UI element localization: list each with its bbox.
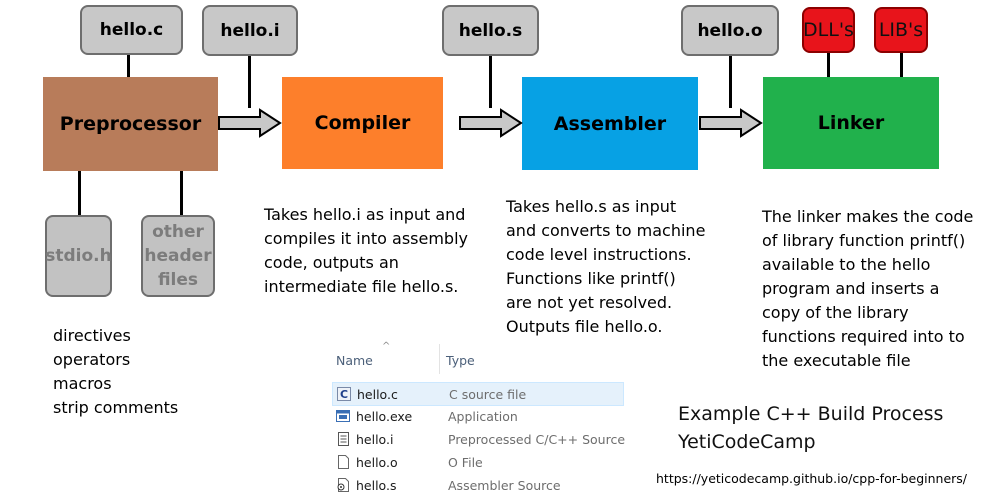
connector-line xyxy=(729,56,732,108)
linker-box: Linker xyxy=(763,77,939,169)
flow-arrow xyxy=(699,108,763,138)
file-type: O File xyxy=(448,454,483,470)
file-name: hello.o xyxy=(356,454,398,470)
assembler-box: Assembler xyxy=(522,77,698,170)
connector-line xyxy=(248,56,251,108)
caption: Example C++ Build Process YetiCodeCamp xyxy=(678,400,943,456)
libs-tag: LIB's xyxy=(874,7,928,53)
connector-line xyxy=(127,55,130,77)
connector-line xyxy=(78,171,81,215)
connector-line xyxy=(900,53,903,77)
blank-file-icon xyxy=(338,455,349,469)
file-row[interactable]: hello.exe Application xyxy=(332,405,622,427)
file-type: Preprocessed C/C++ Source xyxy=(448,431,626,447)
column-header-name[interactable]: Name xyxy=(336,353,373,368)
preprocessor-box: Preprocessor xyxy=(43,77,218,171)
other-header-files-tag: other header files xyxy=(141,215,215,297)
file-name: hello.i xyxy=(356,431,394,447)
compiler-description: Takes hello.i as input and compiles it i… xyxy=(264,205,468,296)
task-item: macros xyxy=(53,374,112,393)
hello-i-tag: hello.i xyxy=(202,5,298,56)
file-explorer-panel: ^ Name Type C hello.c C source file hell… xyxy=(332,340,626,497)
application-icon xyxy=(336,410,350,422)
stdio-h-tag: stdio.h xyxy=(45,215,112,297)
flow-arrow xyxy=(218,108,282,138)
caption-author: YetiCodeCamp xyxy=(678,431,816,453)
c-source-icon: C xyxy=(337,387,351,401)
preprocessor-task-list: directives operators macros strip commen… xyxy=(53,324,178,420)
file-name: hello.c xyxy=(357,386,398,402)
file-name: hello.s xyxy=(356,477,397,493)
connector-line xyxy=(489,56,492,108)
file-type: C source file xyxy=(449,386,527,402)
dlls-tag: DLL's xyxy=(802,7,855,53)
compiler-box: Compiler xyxy=(282,77,443,169)
task-item: directives xyxy=(53,326,131,345)
connector-line xyxy=(180,171,183,215)
file-row[interactable]: hello.s Assembler Source xyxy=(332,474,622,496)
text-document-icon xyxy=(338,432,349,446)
file-row[interactable]: C hello.c C source file xyxy=(332,382,624,406)
file-row[interactable]: hello.o O File xyxy=(332,451,622,473)
file-type: Application xyxy=(448,408,518,424)
caption-title: Example C++ Build Process xyxy=(678,403,944,425)
linker-description: The linker makes the code of library fun… xyxy=(762,207,974,370)
column-divider xyxy=(439,344,440,374)
task-item: strip comments xyxy=(53,398,179,417)
hello-c-tag: hello.c xyxy=(80,5,183,55)
file-row[interactable]: hello.i Preprocessed C/C++ Source xyxy=(332,428,626,450)
assembler-description: Takes hello.s as input and converts to m… xyxy=(506,197,706,336)
flow-arrow xyxy=(459,108,523,138)
svg-text:C: C xyxy=(340,388,348,401)
assembler-file-icon xyxy=(337,478,349,492)
file-type: Assembler Source xyxy=(448,477,561,493)
hello-o-tag: hello.o xyxy=(681,5,779,56)
hello-s-tag: hello.s xyxy=(442,5,539,56)
file-name: hello.exe xyxy=(356,408,413,424)
column-header-type[interactable]: Type xyxy=(446,353,475,368)
connector-line xyxy=(827,53,830,77)
sort-indicator: ^ xyxy=(382,341,391,352)
task-item: operators xyxy=(53,350,131,369)
source-url: https://yeticodecamp.github.io/cpp-for-b… xyxy=(656,471,968,486)
